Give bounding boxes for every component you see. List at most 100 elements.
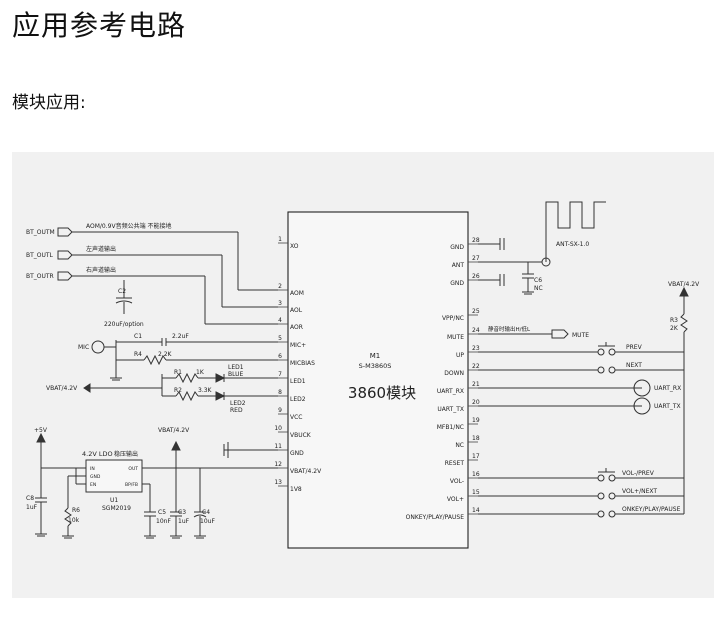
pin-name: MFB1/NC [437, 424, 464, 431]
c4-ref: C4 [202, 509, 210, 516]
pin-name: UP [456, 352, 464, 359]
pin-name: VBUCK [290, 432, 312, 439]
r4-value: 2.2K [158, 351, 173, 358]
c4-value: 10uF [200, 518, 215, 525]
net-label: BT_OUTR [26, 273, 54, 280]
pin-num: 4 [278, 317, 282, 324]
mic-label: MIC [78, 344, 89, 351]
pin-name: GND [450, 280, 464, 287]
c2-value: 220uF/option [104, 321, 144, 328]
pin-num: 23 [472, 345, 480, 352]
pin-name: DOWN [444, 370, 464, 377]
r3-value: 2K [670, 325, 679, 332]
onkey-label: ONKEY/PLAY/PAUSE [622, 506, 681, 513]
net-note: AOM/0.9V音频公共端 不能接地 [86, 222, 171, 230]
pin-num: 8 [278, 389, 282, 396]
pin-name: VPP/NC [442, 315, 464, 322]
page-title: 应用参考电路 [12, 9, 187, 42]
module-part: S-M3860S [359, 362, 392, 370]
pin-name: GND [450, 244, 464, 251]
c6-value: NC [534, 285, 543, 292]
u1-pin-gnd: GND [90, 474, 101, 480]
pin-name: LED1 [290, 378, 306, 385]
u1-pin-in: IN [90, 466, 95, 472]
uart-rx-label: UART_RX [654, 385, 681, 392]
mute-label: MUTE [572, 332, 589, 339]
r2-ref: R2 [174, 387, 182, 394]
pin-name: ONKEY/PLAY/PAUSE [406, 514, 465, 521]
net-note: 左声道输出 [86, 245, 116, 253]
led1-color: BLUE [228, 371, 244, 378]
r1-ref: R1 [174, 369, 182, 376]
pin-name: MICBIAS [290, 360, 315, 367]
u1-pin-bp: BP/FB [125, 482, 138, 488]
c2-ref: C2 [118, 288, 126, 295]
pin-name: AOL [290, 307, 303, 314]
pin-num: 13 [274, 479, 282, 486]
c6-ref: C6 [534, 277, 542, 284]
r6-value: 10k [68, 517, 80, 524]
module-body [287, 211, 469, 549]
pin-num: 11 [274, 443, 282, 450]
pin-name: NC [455, 442, 464, 449]
pin-num: 2 [278, 283, 282, 290]
u1-part: SGM2019 [102, 505, 131, 512]
u1-pin-en: EN [90, 482, 96, 488]
c3-ref: C3 [178, 509, 186, 516]
pin-num: 19 [472, 417, 480, 424]
net-note: 右声道输出 [86, 266, 116, 274]
pin-name: XO [290, 243, 299, 250]
pin-num: 1 [278, 236, 282, 243]
pin-num: 7 [278, 371, 282, 378]
led2-color: RED [230, 407, 243, 414]
pin-name: UART_RX [437, 388, 464, 395]
r6-ref: R6 [72, 507, 80, 514]
prev-label: PREV [626, 344, 643, 351]
pin-num: 9 [278, 407, 282, 414]
r3-ref: R3 [670, 317, 678, 324]
uart-tx-label: UART_TX [654, 403, 681, 410]
pin-name: GND [290, 450, 304, 457]
pin-name: MUTE [447, 334, 464, 341]
pin-name: RESET [445, 460, 465, 467]
pin-name: MIC+ [290, 342, 306, 349]
next-label: NEXT [626, 362, 642, 369]
pin-num: 22 [472, 363, 480, 370]
module-name: 3860模块 [348, 384, 416, 402]
r1-value: 1K [196, 369, 205, 376]
pin-num: 17 [472, 453, 480, 460]
pin-name: VBAT/4.2V [290, 468, 322, 475]
pin-num: 16 [472, 471, 480, 478]
pin-name: UART_TX [437, 406, 464, 413]
pin-name: ANT [452, 262, 465, 269]
ldo-title: 4.2V LDO [82, 450, 113, 458]
c1-value: 2.2uF [172, 333, 189, 340]
pin-num: 24 [472, 327, 480, 334]
module-ref: M1 [370, 352, 381, 360]
schematic-figure: M1 S-M3860S 3860模块 1 XO 2 AOM 3 AOL 4 AO… [12, 152, 714, 598]
schematic-diagram: M1 S-M3860S 3860模块 1 XO 2 AOM 3 AOL 4 AO… [26, 201, 700, 549]
u1-ref: U1 [110, 497, 118, 504]
led1-ref: LED1 [228, 364, 244, 371]
antenna-label: ANT-SX-1.0 [556, 241, 589, 248]
plus5v-label: +5V [34, 427, 48, 434]
pin-num: 12 [274, 461, 282, 468]
pin-name: AOM [290, 290, 304, 297]
pin-num: 21 [472, 381, 480, 388]
r2-value: 3.3K [198, 387, 213, 394]
c5-value: 10nF [156, 518, 171, 525]
r4-ref: R4 [134, 351, 142, 358]
pin-name: 1V8 [290, 486, 302, 493]
vol-prev-label: VOL-/PREV [622, 470, 655, 477]
pin-num: 20 [472, 399, 480, 406]
pin-num: 27 [472, 255, 480, 262]
pin-num: 14 [472, 507, 480, 514]
pin-name: VOL+ [447, 496, 464, 503]
c8-value: 1uF [26, 504, 38, 511]
ldo-note: 稳压输出 [114, 450, 138, 458]
pin-name: LED2 [290, 396, 306, 403]
led2-ref: LED2 [230, 400, 246, 407]
c1-ref: C1 [134, 333, 142, 340]
pin-num: 10 [274, 425, 282, 432]
pin-num: 25 [472, 308, 480, 315]
